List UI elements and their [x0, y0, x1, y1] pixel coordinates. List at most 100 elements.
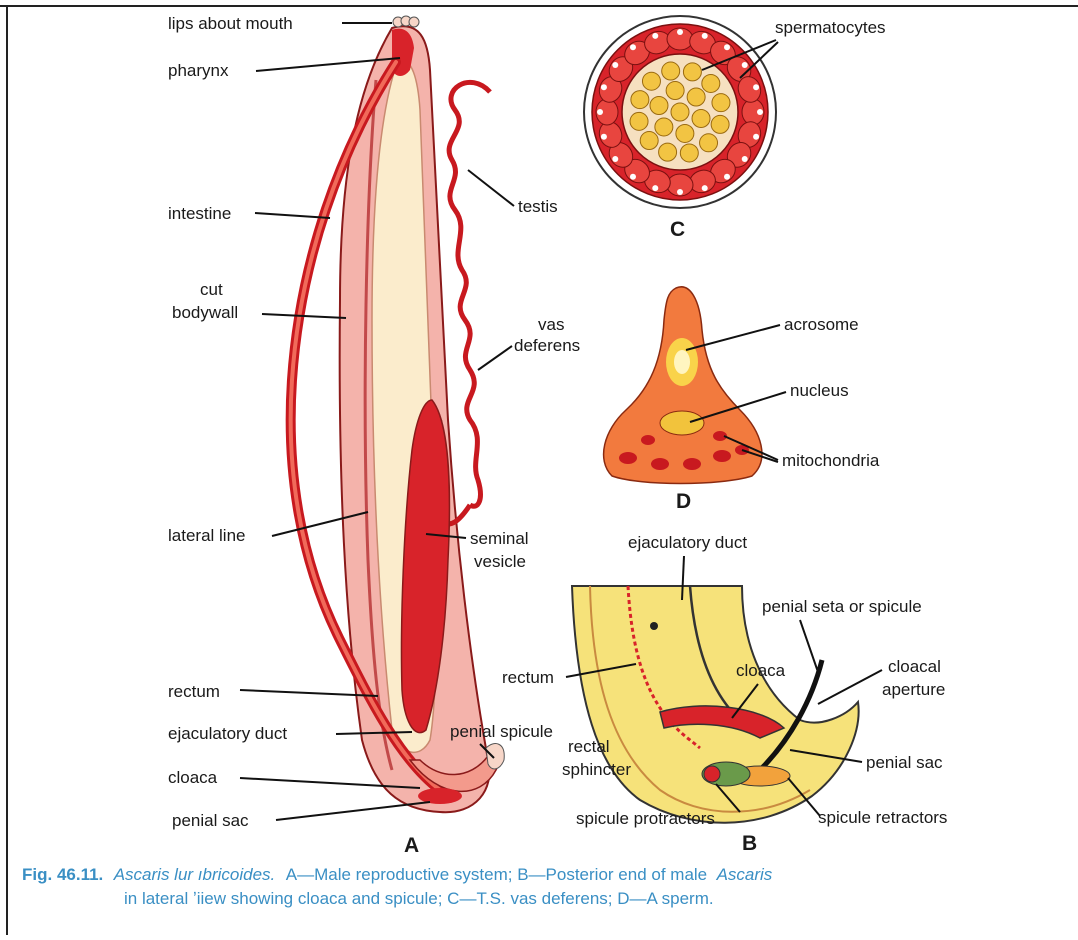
label-vas: vas: [538, 315, 564, 334]
penial-spicule: [486, 744, 504, 769]
spermatocyte: [712, 94, 730, 112]
label-aperture: aperture: [882, 680, 945, 699]
caption-species: Ascaris lur ıbricoides.: [113, 865, 276, 884]
label-vesicle: vesicle: [474, 552, 526, 571]
panel-letter-a: A: [404, 834, 419, 857]
cell-nucleus-dot: [630, 174, 636, 180]
label-spicule-protractors: spicule protractors: [576, 809, 715, 828]
label-cloaca-b: cloaca: [736, 661, 786, 680]
spermatocyte: [655, 118, 673, 136]
spermatocyte: [671, 103, 689, 121]
label-deferens: deferens: [514, 336, 580, 355]
label-ejac-duct-b: ejaculatory duct: [628, 533, 747, 552]
label-cloacal: cloacal: [888, 657, 941, 676]
cell-nucleus-dot: [724, 174, 730, 180]
spermatocyte: [642, 72, 660, 90]
cell-nucleus-dot: [612, 62, 618, 68]
cell-nucleus-dot: [601, 84, 607, 90]
label-penial-sac-a: penial sac: [172, 811, 249, 830]
cell-nucleus-dot: [630, 44, 636, 50]
caption-line1-text: A—Male reproductive system; B—Posterior …: [286, 865, 707, 884]
cell-nucleus-dot: [612, 156, 618, 162]
acrosome-core: [674, 350, 690, 374]
label-lateral-line: lateral line: [168, 526, 246, 545]
spermatocyte: [631, 91, 649, 109]
cell-nucleus-dot: [742, 156, 748, 162]
caption-fig-number: Fig. 46.11.: [22, 865, 103, 884]
testis: [449, 82, 490, 506]
caption-line-2: in lateral ʼiiew showing cloaca and spic…: [124, 889, 714, 908]
label-penial-sac-b: penial sac: [866, 753, 943, 772]
panel-letter-b: B: [742, 832, 757, 855]
label-spicule-retractors: spicule retractors: [818, 808, 947, 827]
panel-b-posterior-end: ejaculatory duct penial seta or spicule …: [502, 533, 947, 855]
cell-nucleus-dot: [724, 44, 730, 50]
label-lips: lips about mouth: [168, 14, 293, 33]
cell-nucleus-dot: [742, 62, 748, 68]
label-pharynx: pharynx: [168, 61, 229, 80]
spermatocyte: [630, 112, 648, 130]
label-mitochondria: mitochondria: [782, 451, 880, 470]
cell-nucleus-dot: [652, 185, 658, 191]
spermatocyte: [676, 124, 694, 142]
panel-letter-c: C: [670, 218, 685, 241]
panel-letter-d: D: [676, 490, 691, 513]
label-bodywall: bodywall: [172, 303, 238, 322]
rectum-lumen-dot: [650, 622, 658, 630]
cell-nucleus-dot: [757, 109, 763, 115]
label-ejac-duct-a: ejaculatory duct: [168, 724, 287, 743]
panel-c-vas-deferens-section: spermatocytes C: [584, 16, 886, 241]
spermatocyte: [700, 134, 718, 152]
penial-sac: [418, 788, 462, 804]
posterior-body: [572, 586, 859, 823]
spermatocyte: [692, 110, 710, 128]
label-intestine: intestine: [168, 204, 231, 223]
spermatocyte: [687, 88, 705, 106]
panel-d-sperm: acrosome nucleus mitochondria D: [604, 287, 880, 513]
label-rectum-a: rectum: [168, 682, 220, 701]
cell-nucleus-dot: [702, 33, 708, 39]
label-testis: testis: [518, 197, 558, 216]
cell-nucleus-dot: [597, 109, 603, 115]
spermatocyte: [702, 74, 720, 92]
caption-line1-italic: Ascaris: [716, 865, 773, 884]
leader-cloacal-aperture: [818, 670, 882, 704]
leader-penial-seta: [800, 620, 818, 672]
leader-penial-sac-a: [276, 802, 430, 820]
cell-nucleus-dot: [677, 189, 683, 195]
caption-line-1: Fig. 46.11. Ascaris lur ıbricoides. A—Ma…: [22, 865, 773, 884]
label-nucleus: nucleus: [790, 381, 849, 400]
leader-testis: [468, 170, 514, 206]
label-seminal: seminal: [470, 529, 529, 548]
cell-nucleus-dot: [601, 134, 607, 140]
label-penial-seta: penial seta or spicule: [762, 597, 922, 616]
label-cut: cut: [200, 280, 223, 299]
spermatocyte: [659, 143, 677, 161]
label-cloaca-a: cloaca: [168, 768, 218, 787]
cell-nucleus-dot: [753, 84, 759, 90]
cell-nucleus-dot: [702, 185, 708, 191]
cell-nucleus-dot: [753, 134, 759, 140]
spermatocyte: [650, 96, 668, 114]
figure-caption: Fig. 46.11. Ascaris lur ıbricoides. A—Ma…: [22, 865, 773, 908]
spicule-muscles: [702, 762, 750, 786]
label-sphincter: sphincter: [562, 760, 631, 779]
cell-nucleus-dot: [677, 29, 683, 35]
label-acrosome: acrosome: [784, 315, 859, 334]
label-rectum-b: rectum: [502, 668, 554, 687]
leader-vas-deferens: [478, 346, 512, 370]
label-rectal: rectal: [568, 737, 610, 756]
spermatocyte: [662, 62, 680, 80]
lips-about-mouth: [393, 16, 419, 27]
cell-nucleus-dot: [652, 33, 658, 39]
spermatocyte: [640, 132, 658, 150]
label-spermatocytes: spermatocytes: [775, 18, 886, 37]
label-penial-spicule-a: penial spicule: [450, 722, 553, 741]
spermatocyte: [711, 115, 729, 133]
spermatocyte: [680, 144, 698, 162]
spermatocyte: [666, 82, 684, 100]
spermatocyte: [683, 63, 701, 81]
nucleus: [660, 411, 704, 435]
